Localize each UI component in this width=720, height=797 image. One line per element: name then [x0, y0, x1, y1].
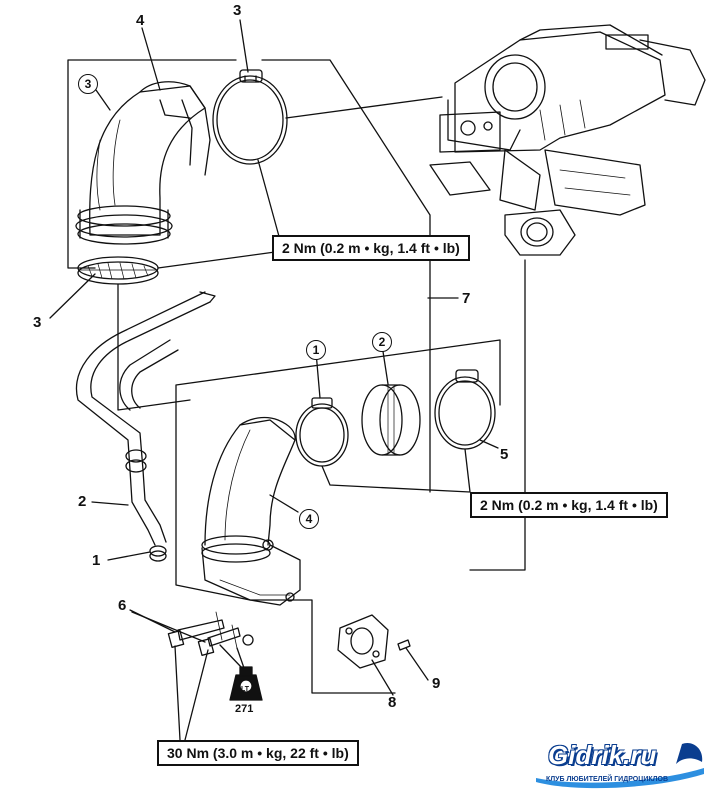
leader-2 [91, 501, 129, 506]
callout-1: 1 [92, 552, 101, 569]
circled-callout-1: 1 [306, 340, 326, 360]
circled-callout-2: 2 [372, 332, 392, 352]
lower-small-clamp [77, 256, 159, 285]
callout-9: 9 [432, 675, 441, 692]
circled-callout-3: 3 [78, 74, 98, 94]
torque-spec-lower: 30 Nm (3.0 m • kg, 22 ft • lb) [157, 740, 359, 766]
leader-8 [371, 659, 394, 696]
leader-3-top [239, 19, 249, 73]
circled-callout-4: 4 [299, 509, 319, 529]
lower-assembly-outline [175, 339, 501, 601]
lower-elbow [201, 416, 301, 606]
callout-7: 7 [462, 290, 471, 307]
hose-fitting [149, 545, 167, 562]
leader-lines-bottom [249, 599, 396, 694]
callout-4-top: 4 [136, 12, 145, 29]
torque-spec-middle: 2 Nm (0.2 m • kg, 1.4 ft • lb) [470, 492, 668, 518]
site-watermark-logo: Gidrik.ru КЛУБ ЛЮБИТЕЛЕЙ ГИДРОЦИКЛОВ [532, 738, 708, 790]
watermark-tagline: КЛУБ ЛЮБИТЕЛЕЙ ГИДРОЦИКЛОВ [546, 776, 669, 783]
engine-block [429, 24, 706, 256]
dowel-pin [397, 639, 411, 651]
large-clamp [434, 369, 496, 450]
leader-clamp-to-engine [285, 96, 443, 119]
upper-elbow [75, 81, 211, 245]
vent-hose [75, 291, 216, 546]
callout-6: 6 [118, 597, 127, 614]
loctite-number: 271 [235, 703, 254, 715]
gasket [337, 614, 389, 669]
leader-4-top [141, 27, 161, 91]
leader-engine-down [469, 259, 526, 571]
leader-smallclamp-to-spec [157, 251, 276, 269]
leader-clamps-to-spec [321, 448, 471, 493]
callout-3-top: 3 [233, 2, 242, 19]
rubber-coupler [361, 384, 421, 456]
leader-3-left [49, 273, 96, 319]
upper-assembly-outline [67, 59, 431, 493]
callout-5: 5 [500, 446, 509, 463]
watermark-wave-icon [536, 742, 704, 789]
leader-circ3 [95, 89, 111, 111]
bolts [167, 611, 241, 656]
leader-1 [107, 551, 151, 561]
watermark-brand: Gidrik.ru [548, 740, 657, 770]
loctite-symbol: LT [241, 686, 250, 693]
leader-4-lower [269, 494, 299, 513]
leader-smallclamp-down [117, 283, 191, 411]
middle-clamp [295, 397, 349, 467]
leader-6b [131, 611, 206, 643]
leader-bolts-lt [219, 644, 245, 669]
leader-clamp-to-spec [257, 159, 281, 241]
washer [242, 634, 254, 646]
leader-5 [479, 439, 499, 449]
loctite-bottle [229, 666, 263, 701]
upper-clamp [212, 69, 288, 165]
callout-3-left: 3 [33, 314, 42, 331]
leader-torque-lower [174, 645, 209, 741]
leader-9 [405, 647, 429, 681]
torque-spec-upper: 2 Nm (0.2 m • kg, 1.4 ft • lb) [272, 235, 470, 261]
callout-2: 2 [78, 493, 87, 510]
callout-8: 8 [388, 694, 397, 711]
